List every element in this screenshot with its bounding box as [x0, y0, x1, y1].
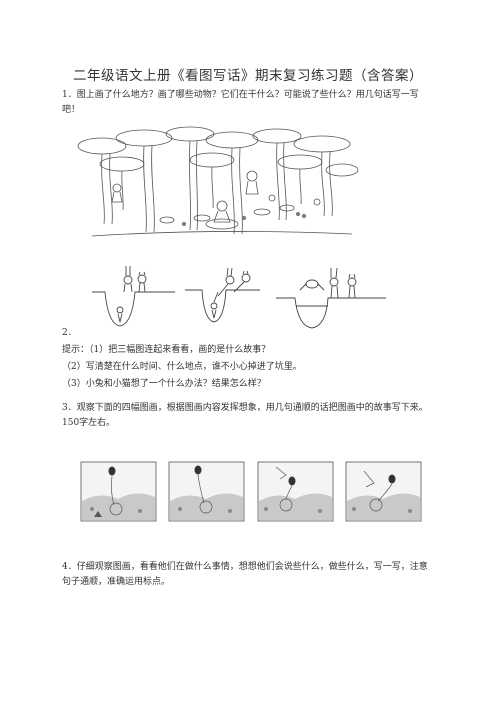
balloon-story-panels [80, 461, 426, 523]
mushroom-forest-illustration [72, 124, 362, 244]
question-4-text: 4．仔细观察图画，看看他们在做什么事情，想想他们会说些什么，做些什么，写一写，注… [62, 562, 428, 587]
question-3-text: 3．观察下面的四幅图画，根据图画内容发挥想象，用几句通顺的话把图画中的故事写下来… [62, 403, 428, 428]
hint-line-3: （3）小兔和小猫想了一个什么办法？结果怎么样？ [62, 379, 266, 389]
document-title: 二年级语文上册《看图写话》期末复习练习题（含答案） [73, 68, 423, 84]
hint-line-1: 提示：（1）把三幅图连起来看看，画的是什么故事？ [62, 345, 271, 355]
rabbit-cat-pit-illustration [90, 262, 390, 334]
question-1-text: 1．图上画了什么地方？画了哪些动物？它们在干什么？可能说了些什么？用几句话写一写… [62, 90, 419, 115]
question-2-number: 2． [62, 328, 77, 338]
question-2-hints: 提示：（1）把三幅图连起来看看，画的是什么故事？ （2）写清楚在什么时间、什么地… [62, 343, 442, 394]
hint-line-2: （2）写清楚在什么时间、什么地点，谁不小心掉进了坑里。 [62, 362, 302, 372]
